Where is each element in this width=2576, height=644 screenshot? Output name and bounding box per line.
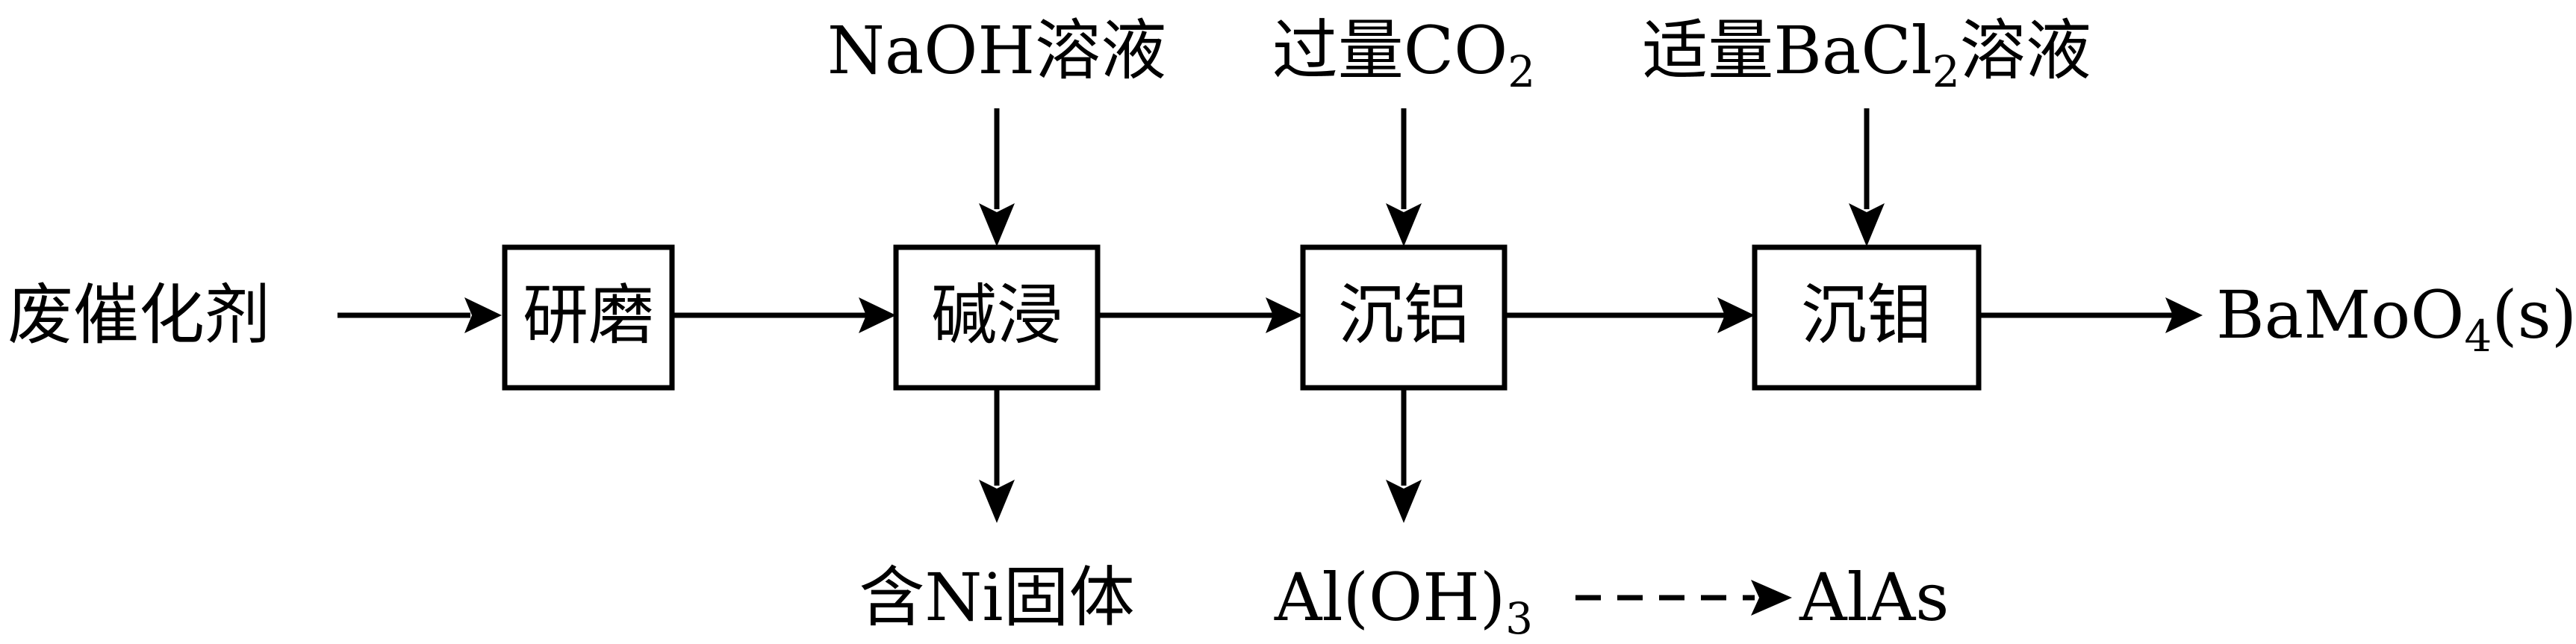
arrow-al-precipitation-to-mo-precipitation [1505, 297, 1755, 333]
step-label-alkali-leaching: 碱浸 [931, 276, 1063, 353]
arrow-mo-precipitation-to-output [1979, 297, 2203, 333]
dashed-arrow-aloh3-to-alas [1575, 580, 1792, 616]
process-step-grinding: 研磨 [502, 244, 675, 391]
step-label-grinding: 研磨 [523, 276, 654, 353]
reagent-label-bacl2: 适量BaCl2溶液 [1642, 12, 2091, 97]
output-label: BaMoO4(s) [2216, 276, 2576, 362]
arrow-reagent-co2 [1386, 108, 1422, 247]
product-label-ni-solid: 含Ni固体 [859, 559, 1134, 636]
reagent-label-co2: 过量CO2 [1272, 12, 1535, 97]
product-label-aloh3: Al(OH)3 [1274, 559, 1533, 644]
step-label-al-precipitation: 沉铝 [1338, 276, 1469, 353]
arrow-product-aloh3 [1386, 385, 1422, 523]
process-step-mo-precipitation: 沉钼 [1752, 244, 1982, 391]
arrow-product-ni-solid [979, 385, 1015, 523]
side-product-label-alas: AlAs [1799, 559, 1949, 636]
step-label-mo-precipitation: 沉钼 [1801, 276, 1932, 353]
process-step-al-precipitation: 沉铝 [1300, 244, 1508, 391]
arrow-grinding-to-leaching [672, 297, 896, 333]
reagent-label-naoh: NaOH溶液 [827, 12, 1166, 89]
arrow-reagent-bacl2 [1849, 108, 1885, 247]
arrow-leaching-to-al-precipitation [1098, 297, 1303, 333]
process-step-alkali-leaching: 碱浸 [893, 244, 1101, 391]
arrow-input-to-grinding [337, 297, 502, 333]
arrow-reagent-naoh [979, 108, 1015, 247]
input-label: 废催化剂 [7, 276, 270, 353]
